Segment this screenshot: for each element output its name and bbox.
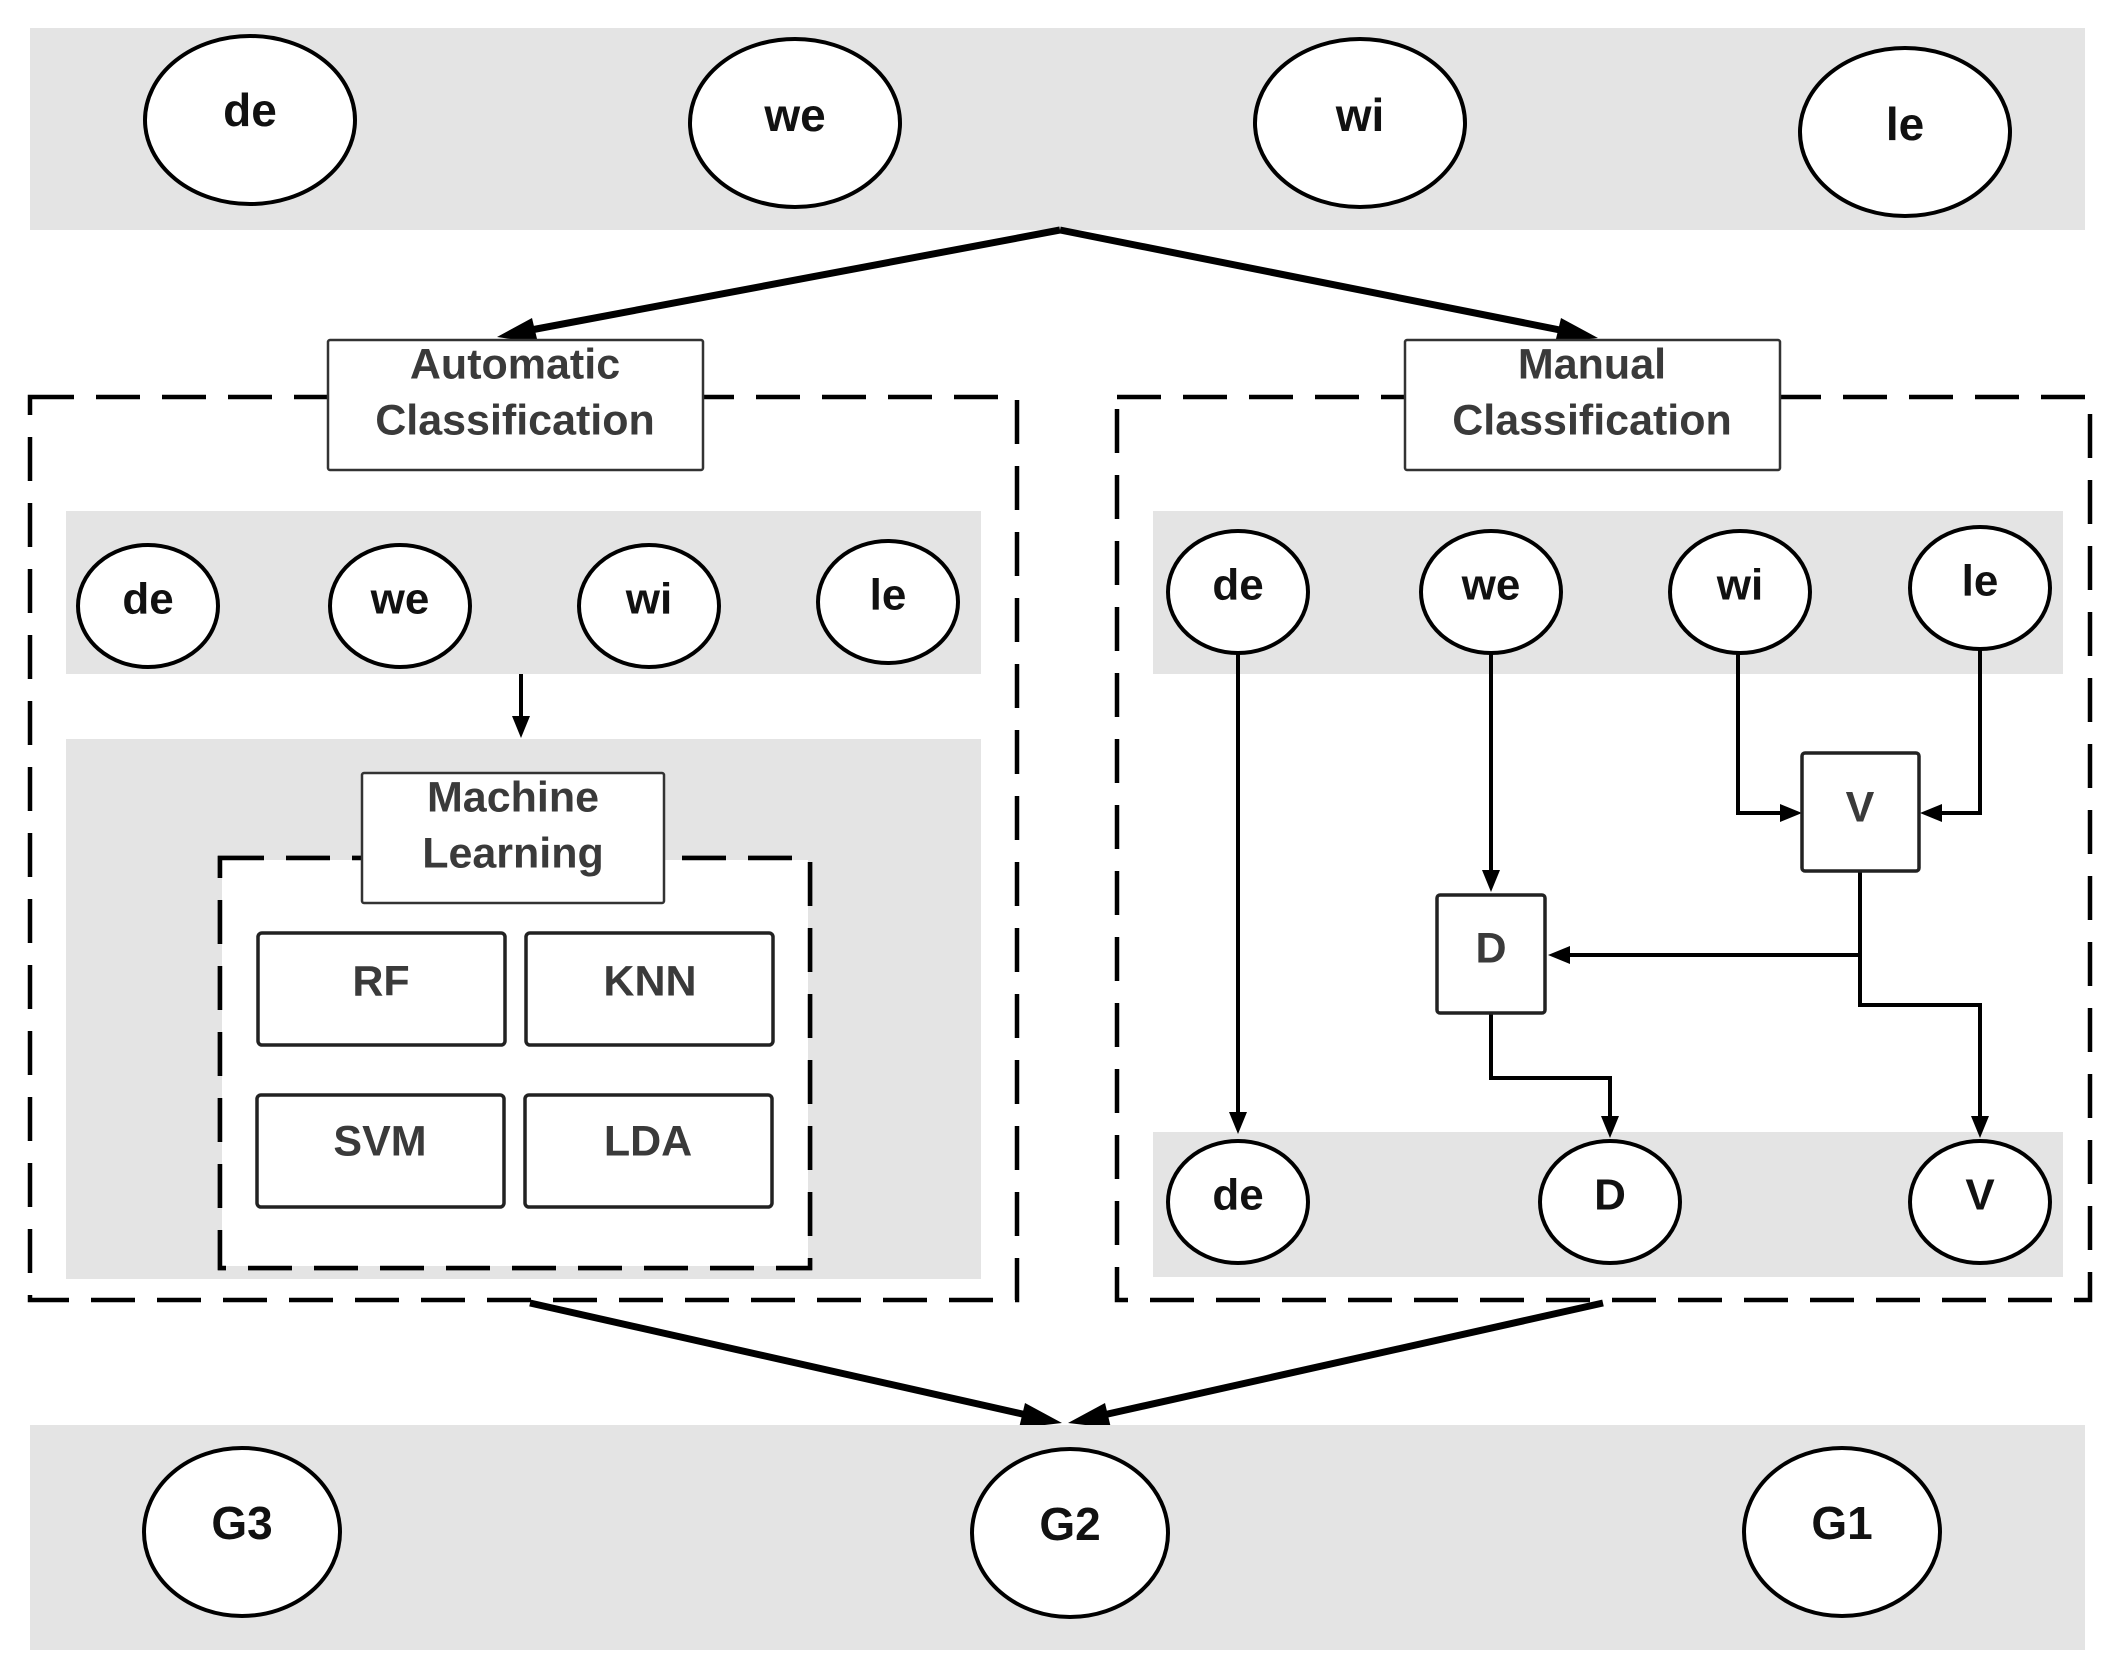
input-node-we: we [688,37,902,209]
algorithm-lda-box: LDA [523,1093,774,1209]
input-node-de-label: de [223,84,277,136]
auto-node-we-label: we [370,575,430,624]
manual-d-box: D [1435,893,1547,1015]
group-node-g3-label: G3 [211,1497,272,1549]
automatic-title-line1: Automatic [410,340,620,388]
machine-learning-title-box: Machine Learning [360,771,666,905]
group-node-g2-label: G2 [1039,1498,1100,1550]
input-node-we-label: we [763,89,825,141]
merge-arrows [529,1299,1604,1428]
manual-input-de: de [1166,529,1310,655]
automatic-title-box: Automatic Classification [326,338,705,472]
auto-node-le: le [816,539,960,665]
manual-connectors [1229,650,1989,1138]
input-node-wi: wi [1253,37,1467,209]
manual-d-box-label: D [1475,924,1506,972]
algorithm-svm-label: SVM [333,1117,426,1165]
manual-input-de-label: de [1212,561,1263,610]
algorithm-svm-box: SVM [255,1093,506,1209]
manual-input-we-label: we [1461,561,1521,610]
manual-input-wi: wi [1668,529,1812,655]
manual-v-box: V [1800,751,1921,873]
manual-output-v-label: V [1965,1171,1995,1220]
group-node-g3: G3 [142,1446,342,1618]
auto-node-wi-label: wi [625,575,672,624]
manual-output-d: D [1538,1139,1682,1265]
auto-node-de-label: de [122,575,173,624]
manual-title-line2: Classification [1452,396,1732,444]
manual-title-line1: Manual [1518,340,1666,388]
algorithm-lda-label: LDA [604,1117,692,1165]
input-node-de: de [143,34,357,206]
auto-node-we: we [328,543,472,669]
manual-title-box: Manual Classification [1403,338,1782,472]
auto-node-le-label: le [870,571,907,620]
algorithm-knn-label: KNN [603,957,696,1005]
manual-input-wi-label: wi [1716,561,1763,610]
group-node-g2: G2 [970,1447,1170,1619]
algorithm-knn-box: KNN [524,931,775,1047]
algorithm-rf-label: RF [352,957,409,1005]
manual-output-de: de [1166,1139,1310,1265]
automatic-title-line2: Classification [375,396,655,444]
manual-input-le: le [1908,525,2052,651]
auto-node-wi: wi [577,543,721,669]
machine-learning-title-line1: Machine [427,773,599,821]
manual-input-we: we [1419,529,1563,655]
manual-v-box-label: V [1846,783,1875,831]
group-node-g1: G1 [1742,1446,1942,1618]
manual-output-d-label: D [1594,1171,1626,1220]
split-arrows [497,226,1598,343]
manual-output-v: V [1908,1139,2052,1265]
input-node-le: le [1798,46,2012,218]
machine-learning-title-line2: Learning [422,829,604,877]
input-node-wi-label: wi [1335,89,1385,141]
auto-node-de: de [76,543,220,669]
algorithm-rf-box: RF [256,931,507,1047]
manual-input-le-label: le [1962,557,1999,606]
auto-down-arrow [512,674,530,738]
group-node-g1-label: G1 [1811,1497,1872,1549]
input-node-le-label: le [1886,98,1924,150]
manual-output-de-label: de [1212,1171,1263,1220]
input-band [30,28,2085,230]
